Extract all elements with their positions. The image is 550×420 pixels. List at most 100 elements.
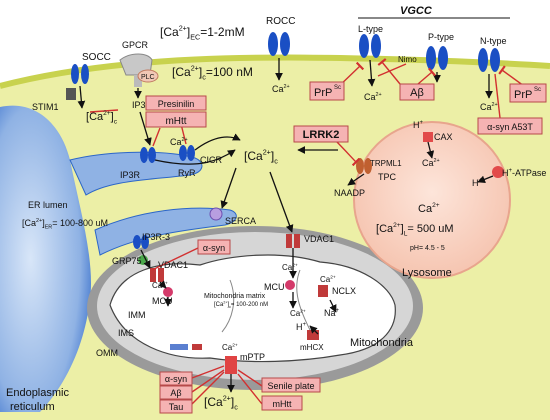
- ryr-channel: [179, 145, 195, 161]
- label-mhcx: mHCX: [300, 343, 324, 352]
- svg-text:Senile plate: Senile plate: [267, 381, 314, 391]
- ca-mcu-left: Ca2+: [152, 280, 168, 290]
- label-mptp: mPTP: [240, 352, 265, 362]
- ca-rocc: Ca2+: [272, 84, 290, 94]
- label-lysosome: Lysosome: [402, 267, 452, 279]
- pathology-asyn-a53t: α-syn A53T: [477, 117, 543, 135]
- ca-lyso-conc: [Ca2+]L= 500 uM: [376, 222, 454, 237]
- label-ims: IMS: [118, 328, 134, 338]
- ca-c-socc: [Ca2+]c: [86, 110, 118, 125]
- pathology-tau: Tau: [159, 399, 193, 414]
- rocc-channel: [268, 32, 290, 56]
- pathology-presinilin: Presinilin: [145, 95, 207, 111]
- ca-ec-concentration: [Ca2+]EC=1-2mM: [160, 24, 245, 42]
- ca-n-type: Ca2+: [480, 102, 498, 112]
- label-ph: pH= 4.5 - 5: [410, 245, 445, 252]
- pathology-prpsc-right: PrP Sc: [509, 83, 547, 103]
- h-atpase-pump: [492, 166, 504, 178]
- label-vdac1-left: VDAC1: [158, 260, 188, 270]
- label-naadp: NAADP: [334, 188, 365, 198]
- label-mito-matrix: Mitochondria matrix: [204, 293, 266, 300]
- modulator-lines: [89, 58, 525, 405]
- label-p-type: P-type: [428, 32, 454, 42]
- vdac1-channel-left: [150, 268, 164, 282]
- flux-arrows: [77, 58, 494, 393]
- svg-text:Tau: Tau: [169, 402, 184, 412]
- svg-text:mHtt: mHtt: [165, 116, 186, 127]
- label-imm: IMM: [128, 310, 146, 320]
- mcu-right: [285, 280, 295, 290]
- ca-mito-matrix: [Ca2+]c= 100-200 nM: [214, 300, 268, 309]
- svg-text:PrP: PrP: [314, 87, 332, 99]
- label-socc: SOCC: [82, 52, 111, 63]
- label-trpml1: TRPML1: [370, 159, 402, 168]
- ip3r-channel: [140, 147, 156, 163]
- ca-ryr: Ca2+: [170, 137, 188, 147]
- ca-l-type: Ca2+: [364, 92, 382, 102]
- vdac1-channel-right: [286, 234, 300, 248]
- lysosome-organelle: [353, 121, 511, 279]
- label-grp75: GRP75: [112, 256, 142, 266]
- label-mitochondria: Mitochondria: [350, 337, 414, 349]
- pathology-lrrk2: LRRK2: [293, 125, 349, 143]
- h-ion-lyso-mid: H+: [472, 178, 483, 188]
- svg-text:α-syn: α-syn: [203, 243, 225, 253]
- plasma-membrane: [0, 54, 550, 89]
- pathology-mhtt-top: mHtt: [145, 111, 207, 128]
- svg-text:Sc: Sc: [534, 87, 541, 93]
- label-ip3: IP3: [132, 100, 146, 110]
- svg-text:Sc: Sc: [334, 85, 341, 91]
- label-vdac1-right: VDAC1: [304, 234, 334, 244]
- svg-text:PrP: PrP: [514, 89, 532, 101]
- serca-pump: [209, 207, 223, 221]
- pathology-abeta-bottom: Aβ: [159, 385, 193, 400]
- ca-mptp: Ca2+: [222, 342, 238, 352]
- pathology-abeta-top: Aβ: [399, 83, 435, 101]
- label-stim1: STIM1: [32, 102, 59, 112]
- label-serca: SERCA: [225, 216, 256, 226]
- svg-text:α-syn A53T: α-syn A53T: [487, 122, 533, 132]
- mcu-left: [163, 287, 173, 297]
- pathology-prpsc-left: PrP Sc: [309, 81, 345, 101]
- label-cicr: CICR: [200, 155, 222, 165]
- label-plc: PLC: [141, 74, 155, 81]
- h-ion-mhcx: H+: [296, 322, 307, 332]
- pathology-senile-plate: Senile plate: [261, 377, 321, 393]
- pathology-asyn-mito: α-syn: [197, 239, 231, 255]
- nclx-exchanger: [318, 285, 328, 297]
- label-ip3r: IP3R: [120, 170, 141, 180]
- label-nclx: NCLX: [332, 286, 356, 296]
- svg-text:mHtt: mHtt: [273, 399, 292, 409]
- label-rocc: ROCC: [266, 16, 295, 27]
- label-er-lumen: ER lumen: [28, 200, 68, 210]
- plc-enzyme: [137, 69, 159, 83]
- mhcx-exchanger: [307, 330, 319, 340]
- ip3r3-channel: [133, 235, 149, 249]
- na-ion: Na+: [324, 308, 340, 318]
- ca-er-lumen: [Ca2+]ER= 100-800 uM: [22, 218, 108, 231]
- label-reticulum: reticulum: [10, 401, 55, 413]
- label-gpcr: GPCR: [122, 40, 149, 50]
- ca-nclx: Ca2+: [320, 274, 336, 284]
- label-ryr: RyR: [178, 168, 196, 178]
- ca-c-central: [Ca2+]c: [244, 148, 278, 166]
- svg-text:LRRK2: LRRK2: [303, 129, 340, 141]
- label-nimo: Nimo: [398, 55, 417, 64]
- label-n-type: N-type: [480, 36, 507, 46]
- ca-lyso-cax: Ca2+: [422, 158, 440, 168]
- ca-lyso-main: Ca2+: [418, 202, 440, 215]
- socc-channel: [71, 64, 89, 84]
- p-type-channel: [426, 46, 448, 70]
- label-mcu-right: MCU: [264, 282, 285, 292]
- label-l-type: L-type: [358, 24, 383, 34]
- mitochondrion: [87, 226, 423, 390]
- label-cax: CAX: [434, 132, 453, 142]
- cax-transporter: [423, 132, 433, 142]
- mptp-pore: [225, 356, 237, 374]
- h-ion-lyso-top: H+: [413, 120, 424, 130]
- imm-channels: [170, 344, 202, 350]
- label-vgcc: VGCC: [400, 5, 433, 17]
- n-type-channel: [478, 48, 500, 72]
